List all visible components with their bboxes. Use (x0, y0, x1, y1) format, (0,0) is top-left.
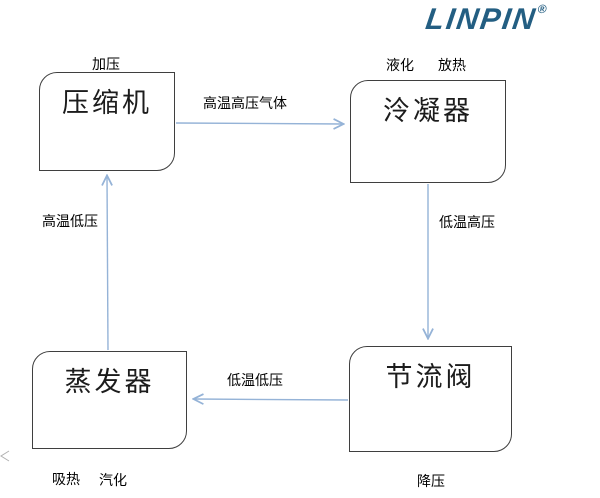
evaporator-label: 蒸发器 (64, 367, 155, 398)
compressor-label: 压缩机 (62, 88, 152, 119)
annotation-liquefy: 液化 (386, 58, 414, 74)
annotation-release-heat: 放热 (438, 58, 466, 74)
condenser-box: 泠凝器 (350, 80, 506, 183)
linpin-logo: LINPIN® (424, 2, 548, 37)
annotation-depressurize: 降压 (417, 474, 445, 490)
annotation-pressurize: 加压 (92, 57, 120, 73)
annotation-absorb-heat: 吸热 (52, 472, 80, 488)
edge-label-high-temp-high-pressure-gas: 高温高压气体 (203, 96, 287, 112)
condenser-label: 泠凝器 (383, 96, 473, 127)
annotation-vaporize: 汽化 (99, 473, 127, 489)
arrow-compressor-to-condenser (175, 123, 343, 124)
throttle-valve-box: 节流阀 (349, 346, 512, 452)
throttle-valve-label: 节流阀 (385, 362, 476, 393)
edge-label-low-temp-high-pressure: 低温高压 (439, 215, 495, 231)
edge-label-low-temp-low-pressure: 低温低压 (227, 373, 283, 389)
evaporator-box: 蒸发器 (32, 351, 187, 449)
compressor-box: 压缩机 (39, 72, 175, 171)
arrow-evaporator-to-compressor (107, 176, 108, 351)
stray-arrowhead-artifact (0, 450, 10, 462)
edge-label-high-temp-low-pressure: 高温低压 (42, 214, 98, 230)
logo-text: LINPIN (423, 3, 539, 36)
arrow-throttle-to-evaporator (194, 399, 349, 400)
